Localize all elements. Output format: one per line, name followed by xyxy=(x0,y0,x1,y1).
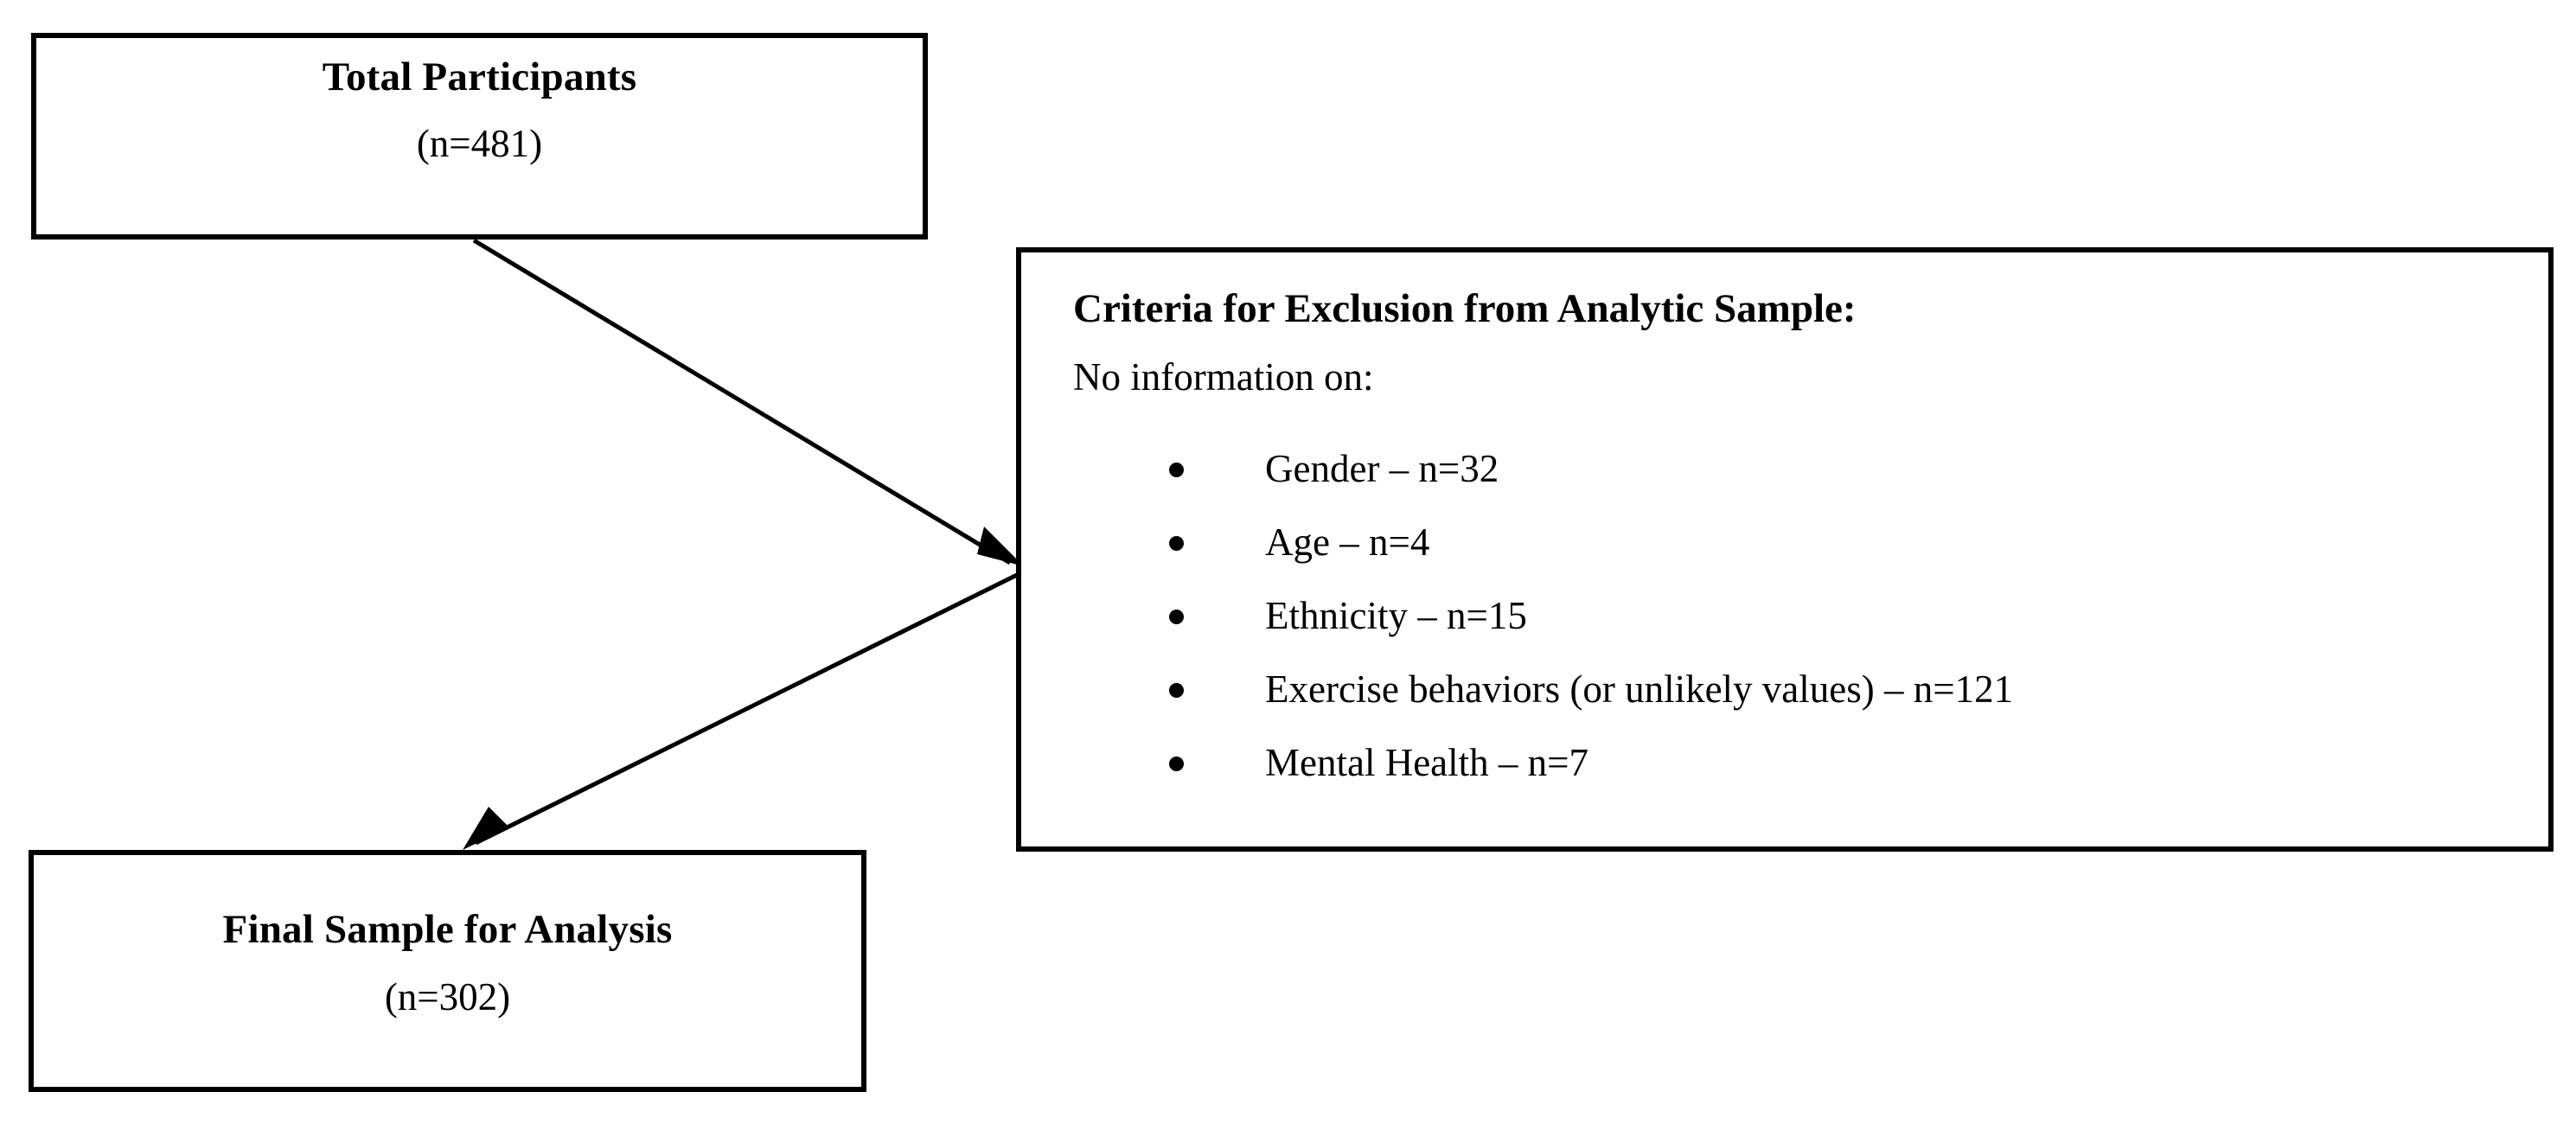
arrow-exclusion-to-final xyxy=(463,570,1024,850)
list-item-label: Mental Health – n=7 xyxy=(1265,741,1589,784)
bullet-icon xyxy=(1169,535,1184,551)
bullet-icon xyxy=(1169,462,1184,477)
list-item-label: Gender – n=32 xyxy=(1265,447,1499,490)
exclusion-criteria-heading: Criteria for Exclusion from Analytic Sam… xyxy=(1073,286,1857,331)
final-sample-title: Final Sample for Analysis xyxy=(222,907,673,952)
list-item-label: Exercise behaviors (or unlikely values) … xyxy=(1265,667,2014,711)
list-item: Mental Health – n=7 xyxy=(1021,726,2548,800)
list-item-label: Ethnicity – n=15 xyxy=(1265,594,1527,637)
list-item: Age – n=4 xyxy=(1021,506,2548,579)
final-sample-count: (n=302) xyxy=(384,975,511,1019)
list-item: Gender – n=32 xyxy=(1021,432,2548,506)
exclusion-criteria-subheading: No information on: xyxy=(1073,355,1374,399)
total-participants-title: Total Participants xyxy=(322,54,637,99)
list-item: Exercise behaviors (or unlikely values) … xyxy=(1021,653,2548,726)
box-final-sample: Final Sample for Analysis (n=302) xyxy=(29,850,866,1092)
arrow-total-to-exclusion xyxy=(472,238,1024,566)
box-total-participants: Total Participants (n=481) xyxy=(31,33,928,239)
exclusion-criteria-list: Gender – n=32 Age – n=4 Ethnicity – n=15… xyxy=(1021,432,2548,800)
bullet-icon xyxy=(1169,609,1184,624)
bullet-icon xyxy=(1169,756,1184,771)
list-item: Ethnicity – n=15 xyxy=(1021,579,2548,653)
list-item-label: Age – n=4 xyxy=(1265,520,1430,564)
total-participants-count: (n=481) xyxy=(416,122,543,165)
box-exclusion-criteria: Criteria for Exclusion from Analytic Sam… xyxy=(1016,247,2554,852)
bullet-icon xyxy=(1169,682,1184,698)
